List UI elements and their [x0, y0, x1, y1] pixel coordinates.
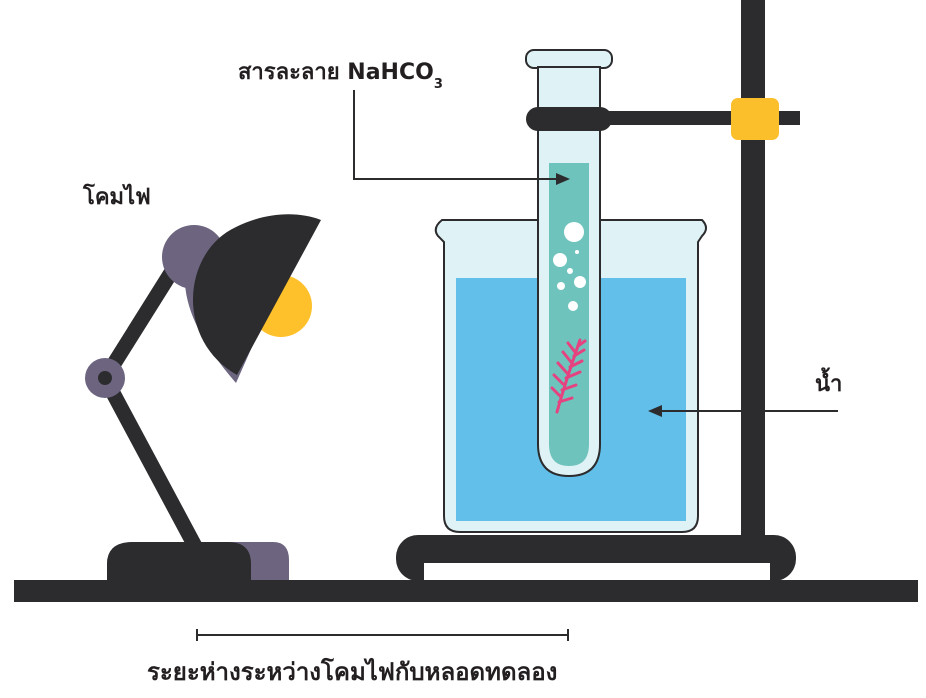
test-tube-icon	[525, 49, 613, 478]
lamp-label: โคมไฟ	[82, 183, 151, 210]
water-pointer	[648, 405, 838, 417]
bubble	[567, 268, 573, 274]
bubble	[553, 253, 567, 267]
solution-pointer	[353, 90, 570, 185]
tube-clamp-ring	[526, 107, 612, 131]
clamp-holder	[731, 98, 779, 140]
aquatic-plant-icon	[550, 338, 587, 414]
lamp-lower-arm	[97, 370, 204, 556]
bubble	[557, 282, 565, 290]
desk-lamp-icon	[85, 214, 321, 580]
retort-stand-icon	[396, 0, 800, 581]
table-top	[14, 580, 918, 602]
lamp-shade	[192, 214, 321, 375]
solution-subscript: 3	[434, 77, 443, 92]
water-label: น้ำ	[815, 367, 842, 397]
bubble	[568, 301, 578, 311]
distance-label: ระยะห่างระหว่างโคมไฟกับหลอดทดลอง	[147, 657, 557, 686]
distance-measure	[196, 629, 569, 641]
stand-rod	[741, 0, 765, 540]
tube-solution	[549, 163, 589, 466]
bubble	[575, 250, 579, 254]
bubble	[564, 222, 584, 242]
solution-label: สารละลาย NaHCO3	[238, 60, 443, 92]
oxygen-bubbles	[553, 222, 586, 311]
bubble	[574, 276, 586, 288]
